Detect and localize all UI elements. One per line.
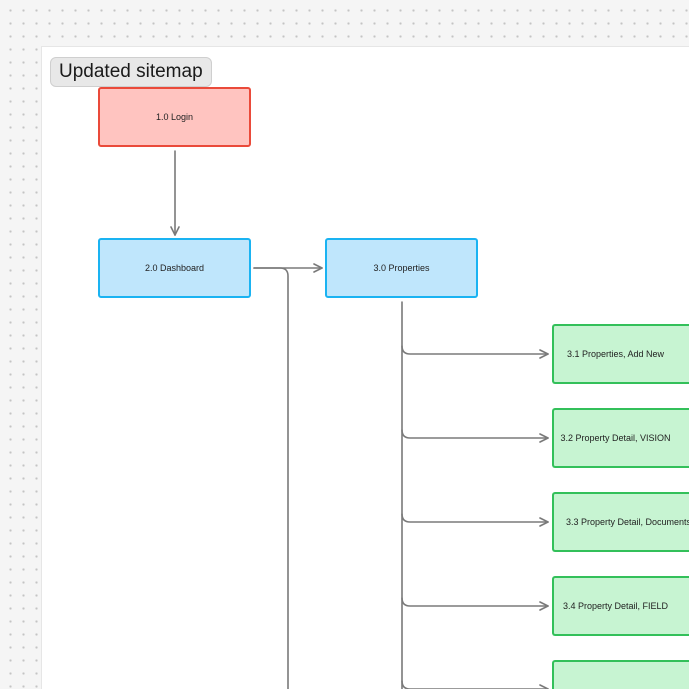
node-properties[interactable]: 3.0 Properties [325, 238, 478, 298]
connector-property-field [401, 597, 549, 611]
node-property-detail-vision[interactable]: 3.2 Property Detail, VISION [552, 408, 689, 468]
node-properties-add-new[interactable]: 3.1 Properties, Add New [552, 324, 689, 384]
node-property-detail-field[interactable]: 3.4 Property Detail, FIELD [552, 576, 689, 636]
node-property-detail-documents[interactable]: 3.3 Property Detail, Documents [552, 492, 689, 552]
node-property-detail-partial[interactable]: 3.5 Property Detail, Mode [552, 660, 689, 689]
node-dashboard[interactable]: 2.0 Dashboard [98, 238, 251, 298]
node-login[interactable]: 1.0 Login [98, 87, 251, 147]
connector-property-vision [401, 429, 549, 443]
connector-property-partial [401, 680, 549, 689]
connector-property-documents [401, 513, 549, 527]
connector-dashboard-branch [253, 267, 289, 689]
connector-properties-add-new [401, 345, 549, 359]
frame-title[interactable]: Updated sitemap [50, 57, 212, 87]
